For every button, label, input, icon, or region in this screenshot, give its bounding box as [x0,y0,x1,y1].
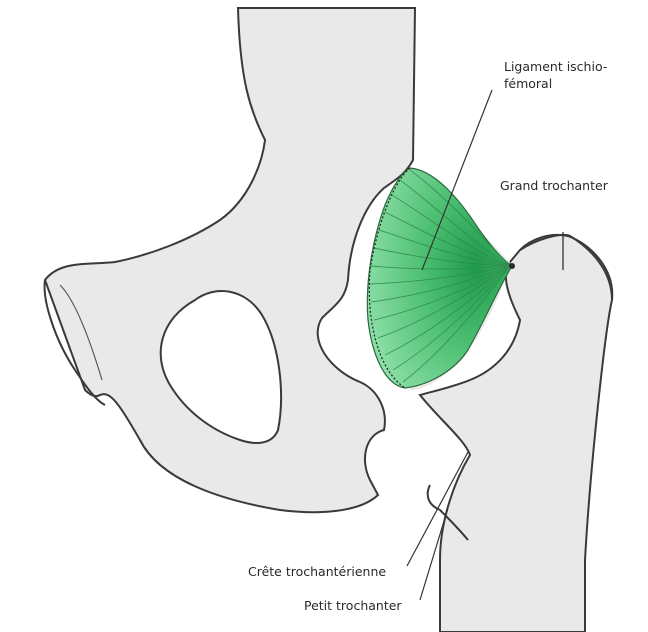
ligament-label: Ligament ischio- fémoral [504,58,607,92]
ligament-insertion-point [509,263,515,269]
ligament-label-line2: fémoral [504,75,607,92]
crete-trochanterienne-label: Crête trochantérienne [248,563,386,580]
ligament-label-line1: Ligament ischio- [504,58,607,75]
petit-trochanter-label: Petit trochanter [304,597,402,614]
grand-trochanter-label: Grand trochanter [500,177,608,194]
